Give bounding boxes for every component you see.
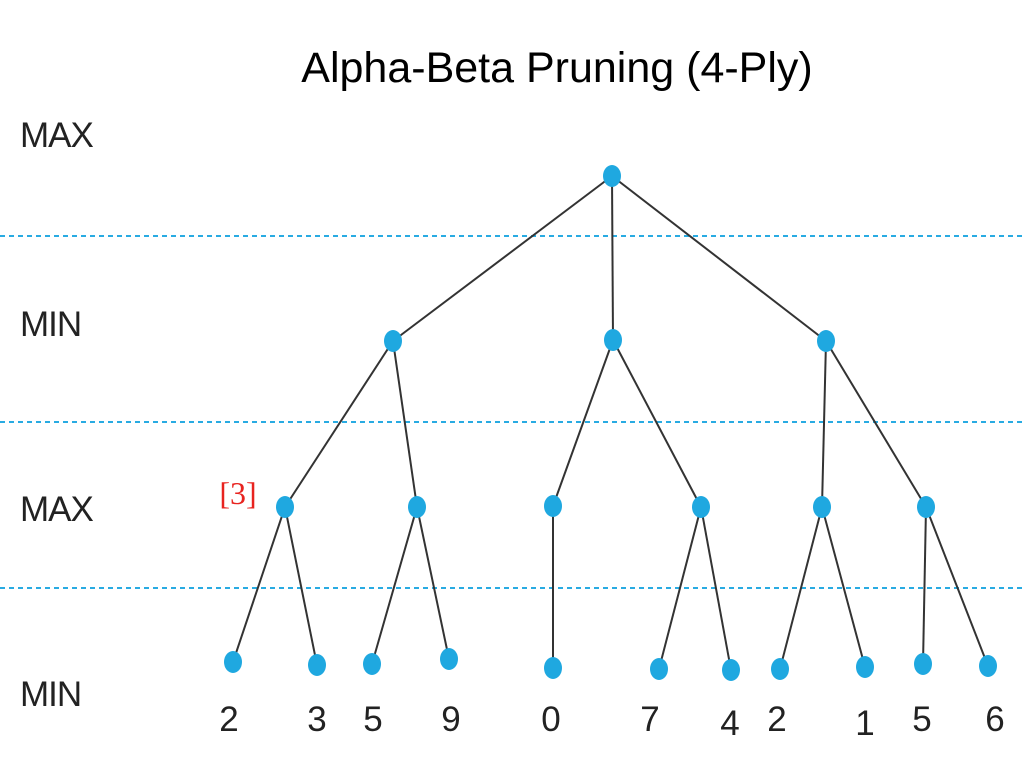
tree-node-leaf	[544, 657, 562, 679]
slide-title: Alpha-Beta Pruning (4-Ply)	[301, 44, 813, 92]
leaf-value: 7	[640, 700, 659, 739]
tree-node-max	[692, 496, 710, 518]
tree-node-min	[384, 330, 402, 352]
tree-node-min	[817, 330, 835, 352]
tree-node-max	[917, 496, 935, 518]
tree-edge	[821, 340, 827, 508]
tree-edge	[371, 506, 418, 665]
tree-edge	[779, 506, 823, 670]
tree-edge	[392, 175, 613, 342]
tree-node-root-max	[603, 165, 621, 187]
tree-edge	[825, 340, 927, 508]
level-label-min: MIN	[20, 305, 82, 344]
tree-edge	[392, 340, 418, 508]
tree-edge	[611, 175, 827, 342]
level-label-max: MAX	[20, 490, 94, 529]
leaf-value: 1	[855, 704, 874, 743]
tree-node-leaf	[722, 659, 740, 681]
tree-edge	[700, 506, 732, 671]
leaf-value: 5	[912, 700, 931, 739]
leaf-value: 3	[307, 700, 326, 739]
tree-node-leaf	[440, 648, 458, 670]
tree-node-leaf	[363, 653, 381, 675]
tree-edge	[922, 506, 927, 665]
tree-node-leaf	[979, 655, 997, 677]
tree-node-leaf	[224, 651, 242, 673]
tree-node-max	[544, 495, 562, 517]
tree-node-max	[408, 496, 426, 518]
tree-edge	[658, 506, 702, 670]
node-value-annotation: [3]	[219, 475, 256, 511]
leaf-value: 9	[441, 700, 460, 739]
tree-node-min	[604, 329, 622, 351]
tree-node-leaf	[771, 658, 789, 680]
tree-node-leaf	[650, 658, 668, 680]
leaf-value: 4	[720, 704, 739, 743]
tree-edge	[612, 339, 702, 508]
tree-node-max	[813, 496, 831, 518]
tree-edge	[416, 506, 450, 660]
level-label-min: MIN	[20, 675, 82, 714]
tree-edge	[284, 506, 318, 666]
tree-edge	[821, 506, 866, 668]
tree-node-leaf	[914, 653, 932, 675]
leaf-value: 2	[767, 700, 786, 739]
tree-node-leaf	[856, 656, 874, 678]
leaf-value: 5	[363, 700, 382, 739]
tree-edge	[552, 339, 614, 507]
tree-edge	[925, 506, 989, 667]
tree-edge	[284, 340, 394, 508]
tree-edge	[611, 175, 614, 341]
leaf-value: 0	[541, 700, 560, 739]
tree-node-max	[276, 496, 294, 518]
tree-edge	[232, 506, 286, 663]
leaf-value: 2	[219, 700, 238, 739]
level-label-max: MAX	[20, 116, 94, 155]
leaf-value: 6	[985, 700, 1004, 739]
tree-node-leaf	[308, 654, 326, 676]
